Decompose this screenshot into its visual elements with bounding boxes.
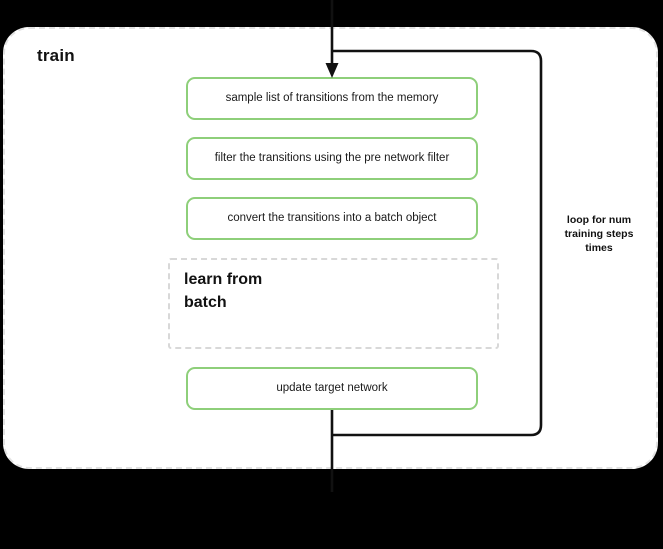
learn-label-line-1: learn from	[184, 271, 263, 288]
loop-caption-line-1: loop for num	[566, 214, 632, 226]
train-block-title: train	[37, 46, 75, 65]
learn-from-batch-subblock[interactable]: learn from batch	[168, 258, 499, 349]
step-label: filter the transitions using the pre net…	[214, 151, 450, 164]
loop-caption-line-2: training steps	[564, 227, 634, 240]
learn-from-batch-label: learn from batch	[184, 269, 344, 314]
step-box-update-target-network[interactable]: update target network	[186, 367, 478, 410]
step-box-convert-to-batch[interactable]: convert the transitions into a batch obj…	[186, 197, 478, 240]
step-label: update target network	[276, 381, 388, 394]
step-label: convert the transitions into a batch obj…	[227, 211, 437, 224]
learn-label-line-2: batch	[184, 293, 227, 311]
step-box-sample-transitions[interactable]: sample list of transitions from the memo…	[186, 77, 478, 120]
step-box-filter-transitions[interactable]: filter the transitions using the pre net…	[186, 137, 478, 180]
step-label: sample list of transitions from the memo…	[225, 91, 439, 104]
loop-caption-line-3: times	[585, 241, 613, 254]
